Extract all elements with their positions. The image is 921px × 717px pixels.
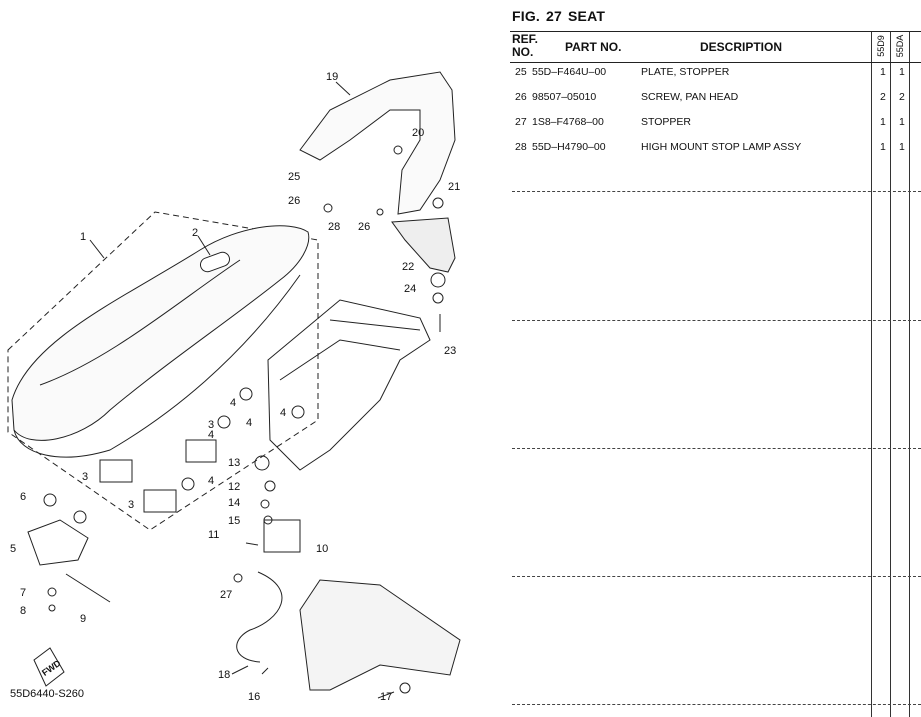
callout: 4 (208, 429, 214, 441)
ref-no: 26 (515, 91, 527, 103)
callout: 10 (316, 543, 328, 555)
callout: 4 (280, 407, 286, 419)
qty-model-2: 1 (899, 116, 905, 128)
qty-model-1: 1 (880, 66, 886, 78)
fig-number: 27 (546, 8, 563, 24)
callout: 15 (228, 515, 240, 527)
header-ref-line2: NO. (512, 45, 534, 59)
seat-assembly-dashed-box (7, 211, 319, 531)
figure-title: FIG. 27 SEAT (512, 8, 611, 24)
callout: 6 (20, 491, 26, 503)
callout: 18 (218, 669, 230, 681)
model-1-label: 55D9 (876, 35, 886, 57)
tail-cowl (299, 71, 456, 215)
ref-no: 25 (515, 66, 527, 78)
section-divider (512, 448, 921, 449)
part-no: 98507–05010 (532, 91, 597, 103)
model-2-label: 55DA (895, 34, 905, 58)
description: SCREW, PAN HEAD (641, 91, 739, 103)
seat-lock-cable (236, 571, 283, 663)
callout: 3 (128, 499, 134, 511)
exploded-parts-diagram: FWD 1 2 3 3 3 4 4 4 4 4 5 6 7 8 9 10 11 … (7, 71, 461, 703)
callout: 26 (358, 221, 370, 233)
header-model-1: 55D9 (872, 33, 890, 59)
callout: 16 (248, 691, 260, 703)
forward-direction-arrow: FWD (33, 647, 65, 687)
ref-no: 28 (515, 141, 527, 153)
header-model-2: 55DA (891, 33, 909, 59)
seat-cushion (11, 225, 310, 441)
callout: 27 (220, 589, 232, 601)
qty-model-2: 1 (899, 141, 905, 153)
section-divider (512, 320, 921, 321)
parts-table: REF. NO. PART NO. DESCRIPTION 55D9 55DA … (510, 31, 921, 717)
qty-model-2: 1 (899, 66, 905, 78)
callout-labels: 1 2 3 3 3 4 4 4 4 4 5 6 7 8 9 10 11 12 1… (10, 71, 460, 703)
callout: 28 (328, 221, 340, 233)
callout: 4 (230, 397, 236, 409)
callout: 20 (412, 127, 424, 139)
ref-no: 27 (515, 116, 527, 128)
part-no: 1S8–F4768–00 (532, 116, 604, 128)
callout: 3 (208, 419, 214, 431)
header-ref-line1: REF. (512, 32, 539, 46)
callout: 12 (228, 481, 240, 493)
fig-name: SEAT (568, 8, 606, 24)
fig-label: FIG. (512, 8, 541, 24)
callout: 7 (20, 587, 26, 599)
callout: 4 (246, 417, 252, 429)
table-row: 27 1S8–F4768–00 STOPPER 1 1 (510, 116, 921, 130)
callout: 2 (192, 227, 198, 239)
callout: 3 (82, 471, 88, 483)
table-top-rule (510, 31, 921, 32)
description: HIGH MOUNT STOP LAMP ASSY (641, 141, 802, 153)
callout: 11 (208, 529, 219, 541)
column-divider (890, 31, 891, 717)
section-divider (512, 576, 921, 577)
callout: 19 (326, 71, 338, 83)
header-ref: REF. NO. (512, 33, 538, 59)
header-description: DESCRIPTION (700, 40, 783, 54)
qty-model-2: 2 (899, 91, 905, 103)
callout: 14 (228, 497, 240, 509)
diagram-code: 55D6440-S260 (10, 688, 84, 700)
callout: 8 (20, 605, 26, 617)
callout: 13 (228, 457, 240, 469)
header-rule (510, 62, 921, 63)
seat-trim-part (199, 251, 231, 273)
callout: 23 (444, 345, 456, 357)
part-no: 55D–F464U–00 (532, 66, 607, 78)
description: PLATE, STOPPER (641, 66, 730, 78)
qty-model-1: 1 (880, 141, 886, 153)
callout: 24 (404, 283, 416, 295)
callout: 21 (448, 181, 460, 193)
callout: 5 (10, 543, 16, 555)
description: STOPPER (641, 116, 691, 128)
table-row: 26 98507–05010 SCREW, PAN HEAD 2 2 (510, 91, 921, 105)
header-part-no: PART NO. (565, 40, 622, 54)
callout: 22 (402, 261, 414, 273)
callout: 25 (288, 171, 300, 183)
qty-model-1: 1 (880, 116, 886, 128)
callout: 9 (80, 613, 86, 625)
rear-frame (267, 299, 431, 471)
callout: 17 (380, 691, 392, 703)
column-divider (871, 31, 872, 717)
stop-lamp (391, 217, 456, 273)
table-row: 28 55D–H4790–00 HIGH MOUNT STOP LAMP ASS… (510, 141, 921, 155)
callout: 4 (208, 475, 214, 487)
table-row: 25 55D–F464U–00 PLATE, STOPPER 1 1 (510, 66, 921, 80)
part-no: 55D–H4790–00 (532, 141, 606, 153)
qty-model-1: 2 (880, 91, 886, 103)
callout: 1 (80, 231, 86, 243)
section-divider (512, 191, 921, 192)
column-divider (909, 31, 910, 717)
section-divider (512, 704, 921, 705)
callout: 26 (288, 195, 300, 207)
